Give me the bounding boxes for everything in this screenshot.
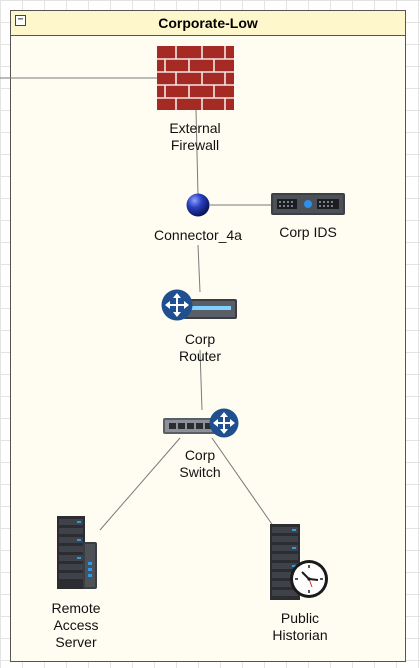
container-title: Corporate-Low (158, 15, 258, 31)
ids-label: Corp IDS (279, 224, 337, 240)
firewall-brick-icon (157, 46, 234, 110)
firewall-label: External Firewall (169, 120, 221, 153)
corp-router-node[interactable] (161, 289, 239, 323)
connector-node[interactable] (186, 193, 210, 217)
corp-ids-node[interactable] (271, 193, 345, 215)
server-tower-icon (57, 516, 97, 589)
ids-appliance-icon (271, 193, 345, 215)
router-icon (161, 289, 237, 321)
remote-access-server-node[interactable] (55, 516, 99, 589)
historian-server-clock-icon (270, 524, 328, 600)
collapse-button[interactable]: − (15, 15, 26, 26)
external-firewall-node[interactable] (157, 46, 234, 110)
connector-label: Connector_4a (154, 227, 242, 243)
corp-switch-node[interactable] (163, 408, 239, 438)
connector-sphere-icon (186, 193, 210, 217)
public-historian-node[interactable] (268, 524, 330, 600)
historian-label: Public Historian (272, 610, 328, 643)
container-header: − Corporate-Low (11, 11, 405, 36)
switch-icon (163, 408, 239, 438)
remote-access-label: Remote Access Server (51, 600, 101, 650)
switch-label: Corp Switch (179, 447, 221, 480)
router-label: Corp Router (178, 331, 222, 364)
